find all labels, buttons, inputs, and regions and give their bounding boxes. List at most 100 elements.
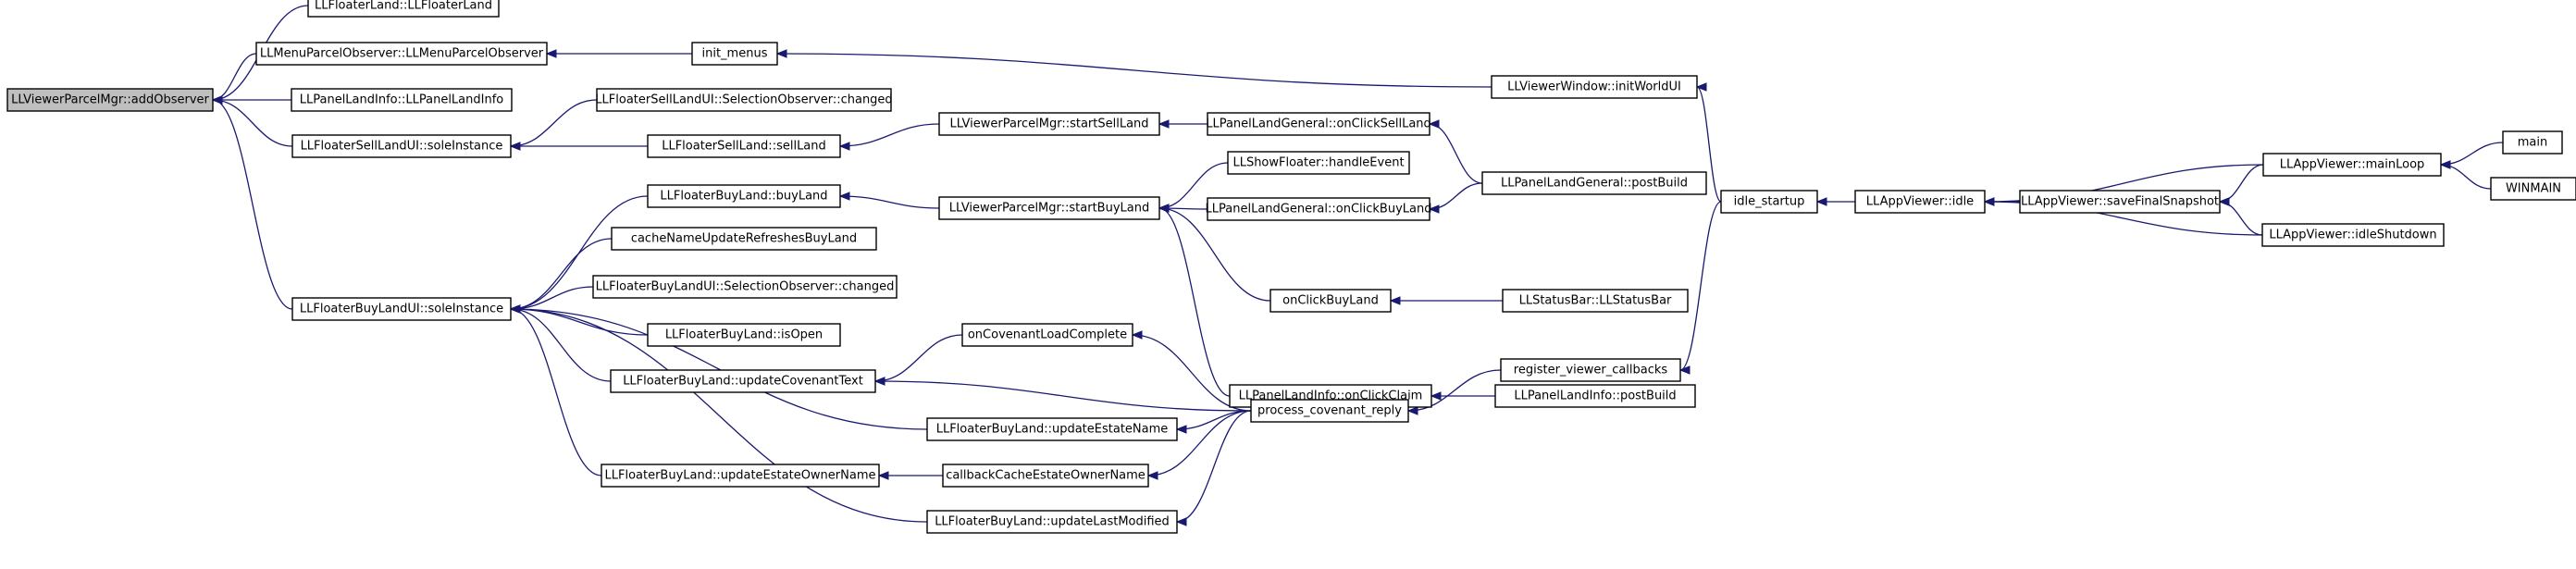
arrowhead-n26-to-n24 [1389, 296, 1401, 305]
graph-node[interactable]: process_covenant_reply [1250, 399, 1409, 423]
node-label: LLFloaterBuyLand::updateLastModified [935, 515, 1170, 529]
node-box [1502, 289, 1689, 313]
graph-node[interactable]: LLFloaterBuyLand::isOpen [647, 323, 841, 347]
graph-node[interactable]: LLFloaterBuyLand::updateLastModified [926, 510, 1178, 534]
arrowhead-n5-to-root [211, 95, 223, 105]
arrowhead-n7-to-n6 [775, 49, 787, 58]
graph-node[interactable]: LLFloaterBuyLand::buyLand [647, 184, 841, 208]
node-box [291, 134, 512, 158]
graph-node[interactable]: LLFloaterBuyLand::updateEstateName [926, 417, 1178, 441]
graph-node[interactable]: LLFloaterSellLand::sellLand [647, 134, 841, 158]
graph-node[interactable]: LLAppViewer::idleShutdown [2261, 223, 2445, 247]
node-label: LLFloaterSellLand::sellLand [662, 140, 826, 154]
arrowhead-n12-to-n11 [1428, 119, 1440, 129]
node-box [307, 0, 500, 18]
node-label: LLShowFloater::handleEvent [1232, 156, 1404, 170]
node-box [938, 112, 1160, 136]
graph-node[interactable]: LLPanelLandGeneral::onClickBuyLand [1206, 197, 1432, 221]
arrowhead-n30-to-n19 [877, 471, 889, 480]
graph-node[interactable]: LLFloaterSellLandUI::soleInstance [291, 134, 512, 158]
graph-edges [211, 5, 2504, 526]
node-box [1481, 171, 1707, 195]
edge-n7-to-n6 [776, 53, 1492, 88]
graph-node[interactable]: LLFloaterBuyLand::updateEstateOwnerName [601, 464, 880, 488]
graph-node[interactable]: LLViewerWindow::initWorldUI [1491, 75, 1698, 99]
arrowhead-n9-to-n4 [509, 142, 521, 151]
edge-n38-to-n35 [2440, 164, 2492, 190]
edge-n20-to-n5 [510, 308, 928, 523]
graph-node[interactable]: LLFloaterLand::LLFloaterLand [307, 0, 500, 18]
graph-node[interactable]: LLFloaterBuyLandUI::SelectionObserver::c… [592, 275, 898, 299]
edge-n24-to-n21 [1158, 207, 1271, 302]
graph-node[interactable]: callbackCacheEstateOwnerName [942, 464, 1149, 488]
node-box [1250, 399, 1409, 423]
node-box [926, 417, 1178, 441]
edge-n12-to-n11 [1429, 123, 1483, 184]
node-box [1491, 75, 1698, 99]
arrowhead-n29-to-n20 [1175, 517, 1187, 526]
graph-node[interactable]: WINMAIN [2490, 177, 2576, 201]
graph-node[interactable]: onClickBuyLand [1269, 289, 1392, 313]
edge-n35-to-n34 [2219, 164, 2264, 203]
node-label: LLFloaterBuyLand::updateEstateOwnerName [605, 469, 876, 483]
graph-node[interactable]: LLFloaterSellLandUI::SelectionObserver::… [595, 88, 893, 112]
graph-node[interactable]: LLFloaterBuyLandUI::soleInstance [291, 297, 512, 321]
graph-node[interactable]: LLAppViewer::idle [1854, 190, 1986, 214]
node-box [942, 464, 1149, 488]
edge-n28-to-n17 [874, 334, 963, 382]
graph-node[interactable]: onCovenantLoadComplete [961, 323, 1133, 347]
edge-n2-to-root [212, 53, 257, 101]
arrowhead-n12-to-n23 [1428, 204, 1440, 214]
node-label: LLViewerParcelMgr::startSellLand [949, 118, 1148, 131]
arrowhead-n27-to-n25 [1430, 391, 1442, 401]
graph-node[interactable]: LLShowFloater::handleEvent [1227, 151, 1410, 175]
edge-n29-to-n30 [1147, 410, 1252, 476]
edge-n29-to-n17 [874, 380, 1252, 412]
edge-n25-to-n21 [1158, 207, 1231, 397]
node-box [2490, 177, 2576, 201]
edge-n32-to-n7 [1696, 86, 1722, 203]
node-label: LLAppViewer::mainLoop [2280, 158, 2425, 172]
node-label: LLFloaterBuyLand::buyLand [660, 190, 827, 204]
graph-node[interactable]: init_menus [691, 42, 778, 66]
edge-n8-to-n4 [510, 99, 598, 147]
edge-n14-to-n5 [510, 238, 613, 310]
graph-node[interactable]: LLAppViewer::saveFinalSnapshot [2019, 190, 2221, 214]
node-label: LLFloaterSellLandUI::soleInstance [301, 140, 503, 154]
graph-node[interactable]: LLPanelLandGeneral::onClickSellLand [1206, 112, 1431, 136]
node-label: LLPanelLandInfo::postBuild [1514, 390, 1676, 403]
arrowhead-n38-to-n35 [2439, 160, 2451, 169]
node-label: callbackCacheEstateOwnerName [946, 469, 1146, 483]
edge-n15-to-n5 [510, 286, 594, 310]
graph-node[interactable]: LLPanelLandInfo::postBuild [1494, 384, 1696, 408]
node-box [926, 510, 1178, 534]
node-label: idle_startup [1734, 195, 1805, 209]
edge-n36-to-n34 [2219, 201, 2263, 236]
arrowhead-n36-to-n33 [1983, 197, 1995, 206]
graph-node[interactable]: LLViewerParcelMgr::startSellLand [938, 112, 1160, 136]
arrowhead-n32-to-n7 [1695, 82, 1707, 92]
graph-node[interactable]: LLAppViewer::mainLoop [2262, 153, 2442, 177]
node-label: LLAppViewer::saveFinalSnapshot [2021, 195, 2219, 209]
graph-node[interactable]: register_viewer_callbacks [1500, 358, 1681, 382]
node-box [6, 88, 214, 112]
graph-node[interactable]: LLMenuParcelObserver::LLMenuParcelObserv… [255, 42, 548, 66]
graph-node[interactable]: LLPanelLandInfo::LLPanelLandInfo [291, 88, 513, 112]
edge-n12-to-n23 [1429, 182, 1483, 210]
graph-node[interactable]: main [2502, 130, 2563, 155]
edge-n10-to-n9 [839, 123, 940, 147]
arrowhead-n11-to-n10 [1158, 119, 1170, 129]
node-box [647, 134, 841, 158]
graph-node[interactable]: idle_startup [1720, 190, 1818, 214]
node-label: LLPanelLandGeneral::onClickSellLand [1206, 118, 1431, 131]
arrowhead-n6-to-n2 [545, 49, 557, 58]
node-label: LLPanelLandGeneral::postBuild [1501, 177, 1688, 191]
node-box [1207, 197, 1430, 221]
graph-node[interactable]: LLPanelLandGeneral::postBuild [1481, 171, 1707, 195]
graph-node[interactable]: LLFloaterBuyLand::updateCovenantText [610, 369, 876, 393]
node-label: LLAppViewer::idle [1866, 195, 1974, 209]
graph-node[interactable]: LLViewerParcelMgr::startBuyLand [938, 196, 1160, 220]
graph-node[interactable]: cacheNameUpdateRefreshesBuyLand [611, 227, 877, 251]
graph-node[interactable]: LLStatusBar::LLStatusBar [1502, 289, 1689, 313]
edge-n16-to-n5 [510, 308, 649, 336]
